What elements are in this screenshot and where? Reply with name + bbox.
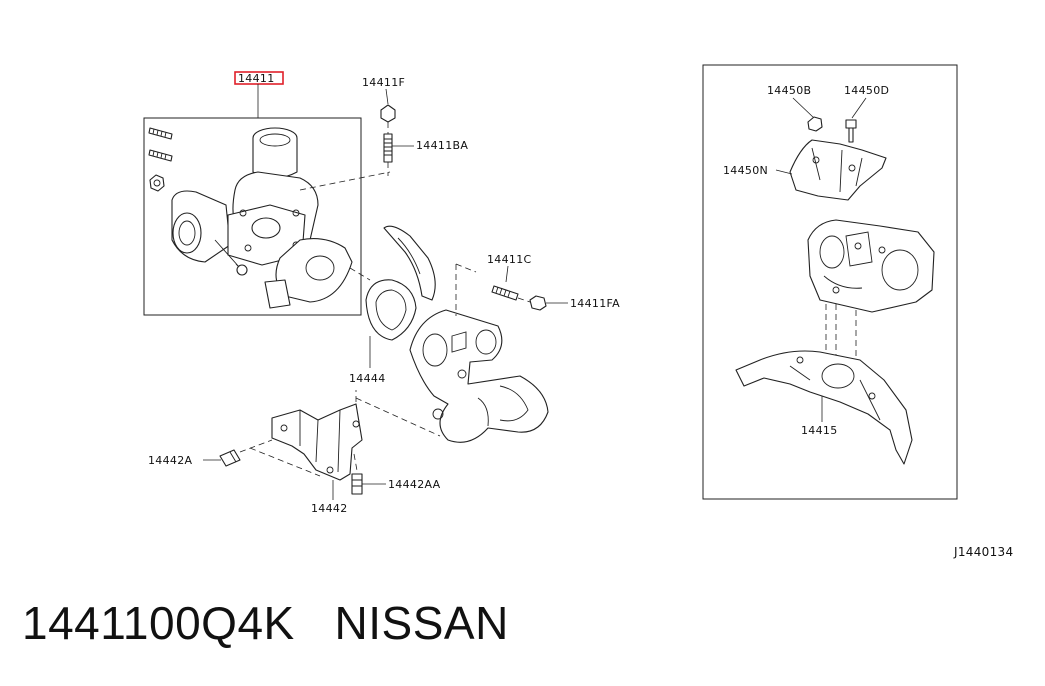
label-14450D[interactable]: 14450D: [844, 84, 889, 97]
label-14444[interactable]: 14444: [349, 372, 386, 385]
diagram-code: J1440134: [953, 545, 1013, 559]
gasket-icon: [365, 279, 417, 341]
part-number-caption: 1441100Q4K NISSAN: [22, 597, 509, 649]
heat-shield-lower-icon: [735, 350, 913, 465]
nut-icon: [529, 295, 547, 311]
label-14411FA[interactable]: 14411FA: [570, 297, 620, 310]
bracket-icon: [271, 403, 363, 481]
turbo-assembly-icon: [807, 219, 935, 313]
exhaust-manifold-icon: [409, 309, 549, 443]
label-14411[interactable]: 14411: [238, 72, 275, 85]
heat-shield-icon: [383, 225, 436, 301]
stud-bolts-icon: [148, 127, 173, 192]
label-14411BA[interactable]: 14411BA: [416, 139, 468, 152]
label-14415[interactable]: 14415: [801, 424, 838, 437]
bolt-icon: [219, 449, 241, 467]
turbocharger-icon: [171, 127, 353, 309]
label-14442[interactable]: 14442: [311, 502, 348, 515]
label-14442AA[interactable]: 14442AA: [388, 478, 441, 491]
bolt-icon: [351, 473, 363, 495]
nut-icon: [380, 104, 396, 123]
label-14450N[interactable]: 14450N: [723, 164, 768, 177]
turbo-assembly-frame: [143, 117, 362, 316]
label-14442A[interactable]: 14442A: [148, 454, 192, 467]
label-14411F[interactable]: 14411F: [362, 76, 405, 89]
label-14411C[interactable]: 14411C: [487, 253, 531, 266]
heat-shield-upper-icon: [789, 139, 887, 201]
stud-icon: [383, 133, 393, 163]
highlight-box: [234, 71, 284, 85]
nut-icon: [807, 116, 823, 132]
bolt-icon: [845, 119, 857, 143]
stud-icon: [491, 285, 519, 301]
label-14450B[interactable]: 14450B: [767, 84, 811, 97]
heat-insulator-frame: [702, 64, 958, 500]
